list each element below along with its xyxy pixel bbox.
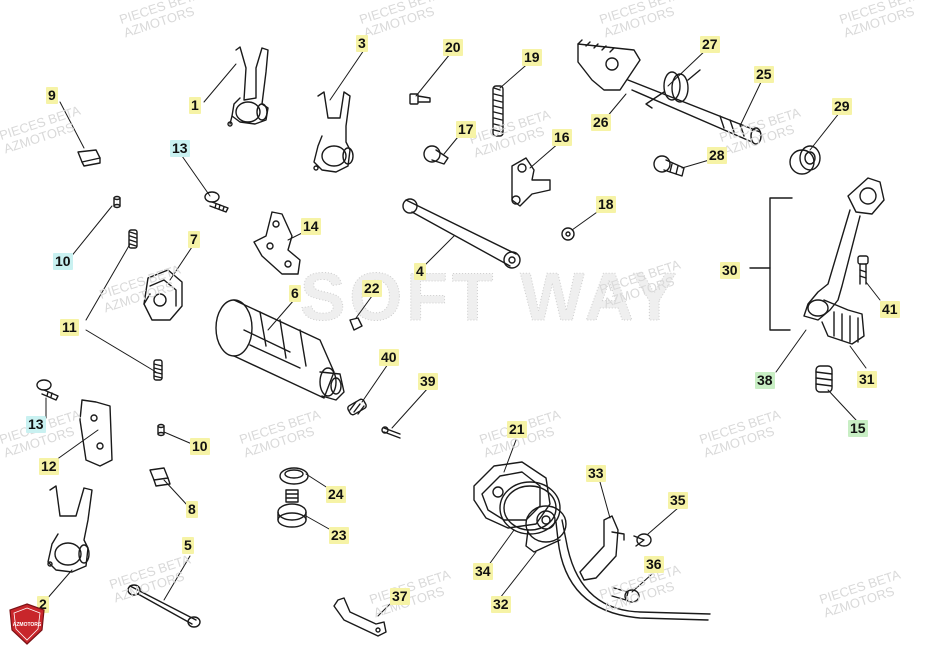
part-35-screw [633, 533, 652, 547]
callout-label[interactable]: 8 [186, 501, 198, 518]
callout-label[interactable]: 34 [473, 563, 493, 580]
part-2-shift-fork [47, 485, 93, 573]
part-23-plug [277, 489, 307, 528]
callout-label[interactable]: 1 [189, 97, 201, 114]
part-41-bolt [857, 255, 869, 285]
part-6-shift-drum [215, 299, 345, 401]
callout-label[interactable]: 25 [754, 66, 774, 83]
callout-label[interactable]: 2 [37, 596, 49, 613]
brand-shield-icon [9, 603, 45, 645]
part-37-cable-clip [333, 597, 387, 637]
part-24-oring [279, 467, 309, 485]
callout-label[interactable]: 22 [362, 280, 382, 297]
callout-label[interactable]: 16 [552, 129, 572, 146]
brand-logo: AZMOTORS [8, 602, 46, 646]
part-14-locking-plate [253, 211, 301, 275]
callout-label[interactable]: 38 [755, 372, 775, 389]
part-33-cable-bracket [579, 515, 625, 581]
part-12-bracket [79, 399, 113, 467]
part-26-shift-sector [577, 39, 641, 91]
callout-label[interactable]: 4 [414, 263, 426, 280]
callout-label[interactable]: 24 [326, 486, 346, 503]
part-11-spring-upper [128, 229, 138, 249]
callout-label[interactable]: 7 [188, 231, 200, 248]
callout-label[interactable]: 14 [301, 218, 321, 235]
part-18-washer [561, 227, 575, 241]
part-25-shift-shaft [627, 79, 762, 145]
part-39-pin [381, 426, 401, 439]
callout-label[interactable]: 10 [53, 253, 73, 270]
leader-lines [45, 47, 881, 617]
part-13-screw-upper [204, 191, 229, 213]
part-13-screw-lower [36, 379, 59, 401]
part-34-oring [499, 481, 561, 535]
part-30-bracket-line [749, 197, 793, 331]
callout-label[interactable]: 6 [289, 285, 301, 302]
callout-label[interactable]: 37 [390, 588, 410, 605]
callout-label[interactable]: 15 [848, 420, 868, 437]
callout-label[interactable]: 36 [644, 556, 664, 573]
callout-label[interactable]: 41 [880, 301, 900, 318]
part-27-spring [645, 69, 701, 109]
callout-label[interactable]: 13 [170, 140, 190, 157]
part-17-bolt [423, 145, 449, 165]
callout-label[interactable]: 21 [507, 421, 527, 438]
part-10-pin-upper [113, 195, 121, 209]
callout-label[interactable]: 39 [418, 373, 438, 390]
callout-label[interactable]: 13 [26, 416, 46, 433]
part-21-gasket [473, 461, 551, 529]
part-32-sensor [525, 505, 711, 621]
callout-label[interactable]: 20 [443, 39, 463, 56]
part-22-pin [349, 317, 363, 331]
part-10-pin-lower [157, 423, 165, 437]
callout-label[interactable]: 32 [491, 596, 511, 613]
part-36-screw [611, 587, 640, 603]
callout-label[interactable]: 27 [700, 36, 720, 53]
callout-label[interactable]: 18 [596, 196, 616, 213]
part-11-spring-lower [153, 359, 163, 381]
part-20-bolt [409, 93, 431, 105]
part-5-shaft [127, 584, 201, 628]
callout-label[interactable]: 5 [182, 537, 194, 554]
part-8-clip [149, 467, 171, 487]
callout-label[interactable]: 30 [720, 262, 740, 279]
part-3-shift-fork [313, 91, 354, 173]
center-watermark: SOFT WAY [300, 259, 681, 336]
callout-label[interactable]: 11 [60, 319, 79, 336]
part-16-lever-plate [511, 157, 551, 207]
callout-label[interactable]: 19 [522, 49, 542, 66]
part-28-bolt [653, 155, 685, 177]
part-40-spring [347, 398, 367, 416]
callout-label[interactable]: 33 [586, 465, 606, 482]
callout-label[interactable]: 17 [456, 121, 476, 138]
callout-label[interactable]: 23 [329, 527, 349, 544]
callout-label[interactable]: 3 [356, 35, 368, 52]
callout-label[interactable]: 28 [707, 147, 727, 164]
callout-label[interactable]: 26 [591, 114, 611, 131]
callout-label[interactable]: 40 [379, 349, 399, 366]
part-4-shaft [402, 198, 521, 269]
part-9-block [77, 149, 101, 167]
brand-text: AZMOTORS [13, 622, 42, 628]
callout-label[interactable]: 31 [857, 371, 877, 388]
part-7-detent-block [143, 269, 183, 321]
callout-label[interactable]: 29 [832, 98, 852, 115]
part-29-bush [789, 145, 821, 175]
part-15-spring [815, 365, 833, 393]
callout-label[interactable]: 9 [46, 87, 58, 104]
part-30-gear-lever [803, 177, 885, 345]
callout-label[interactable]: 12 [39, 458, 59, 475]
callout-label[interactable]: 35 [668, 492, 688, 509]
callout-label[interactable]: 10 [190, 438, 210, 455]
part-1-shift-fork [227, 46, 269, 127]
part-19-spring [492, 85, 504, 137]
center-watermark-text: SOFT WAY [300, 259, 681, 335]
